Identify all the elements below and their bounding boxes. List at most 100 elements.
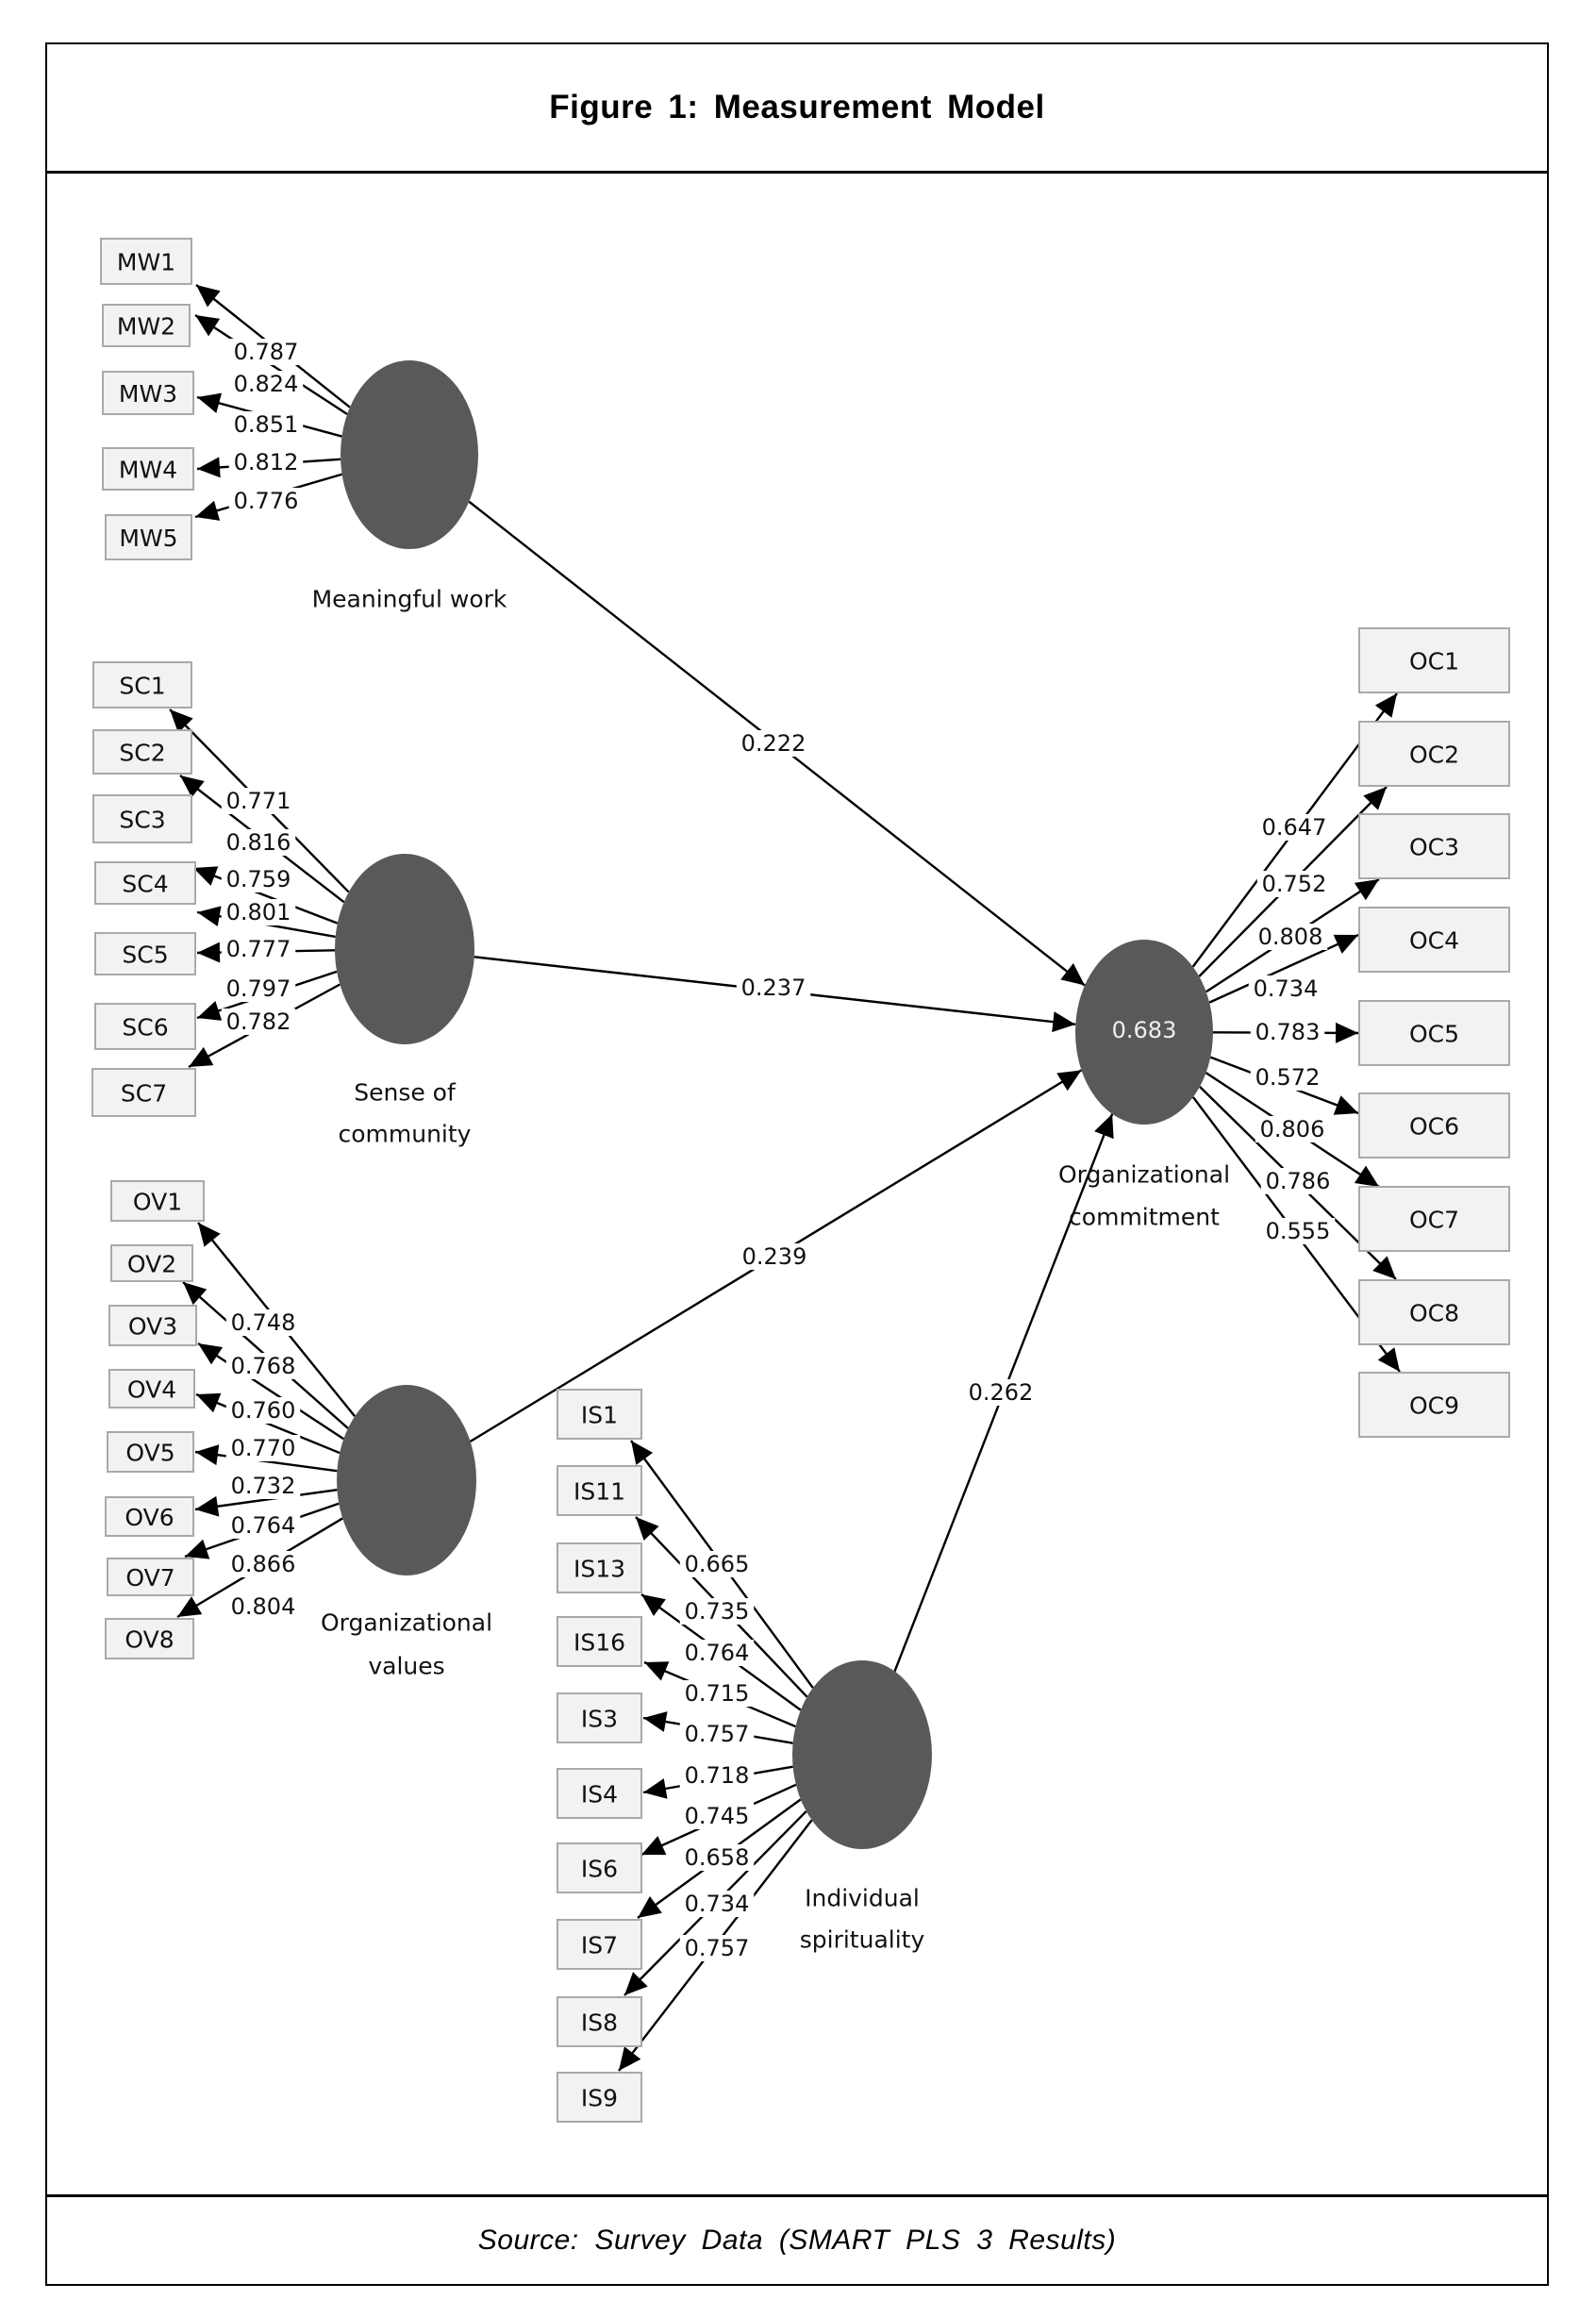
indicator-box (557, 1616, 642, 1667)
loading-edge-ov3 (197, 1342, 344, 1441)
loading-value-oc3-background (1253, 924, 1328, 950)
indicator-is16[interactable]: IS16 (557, 1616, 642, 1667)
latent-ellipse (792, 1660, 932, 1849)
indicator-label: IS6 (581, 1856, 618, 1883)
latent-organizational-commitment[interactable]: 0.683 (1075, 940, 1213, 1125)
loading-value-is4: 0.718 (685, 1762, 750, 1789)
loading-arrowhead-is13 (641, 1594, 666, 1617)
indicator-sc2[interactable]: SC2 (92, 729, 192, 775)
indicator-box (105, 1618, 194, 1659)
indicator-oc6[interactable]: OC6 (1358, 1092, 1510, 1158)
loading-value-is6: 0.745 (685, 1803, 750, 1829)
loading-arrowhead-ov1 (198, 1223, 221, 1247)
path-arrowhead-is (1094, 1113, 1114, 1140)
latent-name-line: community (339, 1121, 472, 1148)
indicator-mw5[interactable]: MW5 (105, 514, 192, 560)
loading-value-sc6-group: 0.797 (221, 975, 296, 1002)
loading-value-mw4: 0.812 (234, 449, 299, 475)
indicator-sc1[interactable]: SC1 (92, 661, 192, 708)
loading-value-mw2: 0.824 (234, 371, 299, 397)
loading-value-mw3-group: 0.851 (228, 411, 304, 438)
indicator-oc5[interactable]: OC5 (1358, 1000, 1510, 1066)
indicator-oc8[interactable]: OC8 (1358, 1279, 1510, 1345)
latent-sense-of-community[interactable] (335, 854, 474, 1044)
indicator-box (94, 932, 196, 975)
path-coefficient-ov-background (737, 1243, 812, 1270)
indicator-label: OV7 (125, 1564, 175, 1592)
loading-value-oc9-group: 0.555 (1260, 1218, 1336, 1244)
latent-name-line: Organizational (1058, 1161, 1230, 1189)
loading-value-sc1-background (221, 788, 296, 814)
indicator-oc9[interactable]: OC9 (1358, 1372, 1510, 1438)
latent-individual-spirituality[interactable] (792, 1660, 932, 1849)
indicator-is7[interactable]: IS7 (557, 1919, 642, 1970)
indicator-box (1358, 1186, 1510, 1252)
indicator-sc7[interactable]: SC7 (91, 1068, 196, 1117)
loading-value-mw1-background (228, 339, 304, 365)
loading-value-mw3: 0.851 (234, 411, 299, 438)
indicator-oc4[interactable]: OC4 (1358, 907, 1510, 973)
loading-value-oc6: 0.572 (1255, 1064, 1321, 1091)
loading-value-is8: 0.734 (685, 1891, 750, 1917)
indicator-label: SC1 (119, 673, 165, 700)
indicator-oc7[interactable]: OC7 (1358, 1186, 1510, 1252)
indicator-ov7[interactable]: OV7 (107, 1558, 194, 1596)
loading-edge-ov6 (194, 1489, 338, 1511)
loading-value-oc8-background (1260, 1168, 1336, 1194)
indicator-mw1[interactable]: MW1 (100, 238, 192, 285)
indicator-ov4[interactable]: OV4 (108, 1369, 195, 1409)
path-coefficient-sc-background (736, 975, 811, 1001)
indicator-ov2[interactable]: OV2 (110, 1244, 193, 1282)
loading-value-ov4-group: 0.770 (225, 1435, 301, 1461)
loading-value-sc4: 0.801 (226, 899, 291, 925)
loading-arrowhead-oc7 (1354, 1165, 1379, 1187)
loading-arrowhead-sc7 (189, 1046, 214, 1067)
indicator-oc2[interactable]: OC2 (1358, 721, 1510, 787)
loading-edge-ov5 (194, 1450, 338, 1473)
indicator-ov5[interactable]: OV5 (107, 1431, 194, 1473)
indicator-is4[interactable]: IS4 (557, 1768, 642, 1819)
indicator-mw4[interactable]: MW4 (102, 447, 194, 491)
indicator-ov8[interactable]: OV8 (105, 1618, 194, 1659)
indicator-is3[interactable]: IS3 (557, 1692, 642, 1743)
indicator-ov3[interactable]: OV3 (108, 1305, 197, 1346)
latent-meaningful-work[interactable] (341, 360, 478, 549)
figure-source: Source: Survey Data (SMART PLS 3 Results… (477, 2225, 1117, 2256)
latent-name-line: Organizational (321, 1609, 492, 1637)
loading-value-ov5-group: 0.732 (225, 1473, 301, 1499)
latent-organizational-values[interactable] (337, 1385, 476, 1575)
indicator-is9[interactable]: IS9 (557, 2072, 642, 2123)
indicator-box (557, 2072, 642, 2123)
indicator-box (557, 1996, 642, 2047)
loading-arrowhead-mw4 (197, 457, 221, 478)
indicator-oc1[interactable]: OC1 (1358, 627, 1510, 693)
loading-value-is9-group: 0.757 (679, 1935, 755, 1961)
indicator-ov1[interactable]: OV1 (110, 1180, 205, 1222)
path-coefficient-ov: 0.239 (742, 1243, 807, 1270)
indicator-label: MW5 (119, 525, 177, 552)
loading-value-sc2-background (221, 829, 296, 856)
loading-value-sc2-group: 0.816 (221, 829, 296, 856)
indicator-sc6[interactable]: SC6 (94, 1003, 196, 1050)
loading-value-is3-group: 0.757 (679, 1721, 755, 1747)
loading-arrowhead-ov5 (195, 1444, 220, 1466)
indicator-is13[interactable]: IS13 (557, 1542, 642, 1593)
indicator-box (108, 1305, 197, 1346)
indicator-box (1358, 627, 1510, 693)
indicator-label: SC2 (119, 740, 165, 767)
indicator-is6[interactable]: IS6 (557, 1842, 642, 1893)
indicator-sc5[interactable]: SC5 (94, 932, 196, 975)
indicator-oc3[interactable]: OC3 (1358, 813, 1510, 879)
loading-value-mw3-background (228, 411, 304, 438)
indicator-is11[interactable]: IS11 (557, 1465, 642, 1516)
indicator-mw3[interactable]: MW3 (102, 371, 194, 415)
loading-value-sc5: 0.777 (226, 936, 291, 962)
loading-value-mw5-group: 0.776 (228, 488, 304, 514)
indicator-sc3[interactable]: SC3 (92, 794, 192, 843)
indicator-mw2[interactable]: MW2 (102, 304, 191, 347)
indicator-ov6[interactable]: OV6 (105, 1496, 194, 1537)
indicator-is1[interactable]: IS1 (557, 1389, 642, 1440)
indicator-box (92, 661, 192, 708)
indicator-sc4[interactable]: SC4 (94, 861, 196, 905)
indicator-is8[interactable]: IS8 (557, 1996, 642, 2047)
